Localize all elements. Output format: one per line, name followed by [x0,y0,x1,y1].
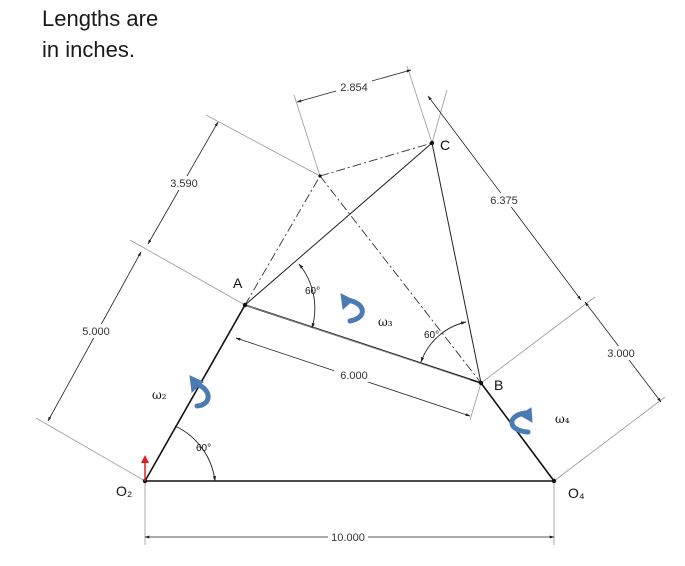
omega-3-arrow-icon [340,293,365,324]
coupler-triangle [244,142,482,384]
joint-A [242,302,248,308]
label-O4: O₄ [568,485,585,501]
angle-arc-O2 [174,425,217,482]
label-A: A [233,275,243,291]
triangle-side-BC [431,142,482,384]
joint-B [478,380,484,386]
omega-arrows [189,293,533,435]
crank-link-O2A [144,304,246,482]
caption-line-2: in inches. [42,37,135,62]
units-caption: Lengths are in inches. [42,3,158,65]
dimension-labels: 10.000 6.000 5.000 3.000 3.590 2.854 6.3… [78,80,640,544]
caption-line-1: Lengths are [42,6,159,31]
angle-arcs [174,263,467,482]
angle-labels: 60° 60° 60° [196,286,439,454]
omega-3-label: ω₃ [378,315,393,329]
extension-lines [35,65,666,545]
dim-coupler: 6.000 [340,370,368,382]
angle-B: 60° [424,330,439,341]
omega-4-arrow-icon [509,407,533,435]
angle-arc-A [298,263,316,329]
origin-marker [141,455,149,481]
omega-2-arrow-icon [189,375,211,409]
omega-labels: ω₂ ω₃ ω₄ [152,315,570,426]
omega-2-label: ω₂ [152,388,167,402]
dim-rocker: 3.000 [607,348,635,360]
dim-offset-top: 2.854 [340,82,368,94]
joints [142,140,557,484]
point-labels: O₂ A B C O₄ [116,137,585,501]
joint-C [429,140,435,146]
construction-point [318,174,322,178]
angle-O2: 60° [196,443,211,454]
label-C: C [440,137,450,153]
construction-lines [244,142,482,384]
dim-diag: 6.375 [490,195,518,207]
joint-O4 [551,478,557,484]
dim-crank: 5.000 [82,326,110,338]
angle-arc-B [420,321,467,363]
omega-4-label: ω₄ [555,412,570,426]
label-B: B [494,377,503,393]
label-O2: O₂ [116,483,132,499]
angle-A: 60° [305,286,320,297]
triangle-side-AC [244,142,433,306]
dim-ground: 10.000 [331,532,365,544]
dim-offset-left: 3.590 [170,178,198,190]
